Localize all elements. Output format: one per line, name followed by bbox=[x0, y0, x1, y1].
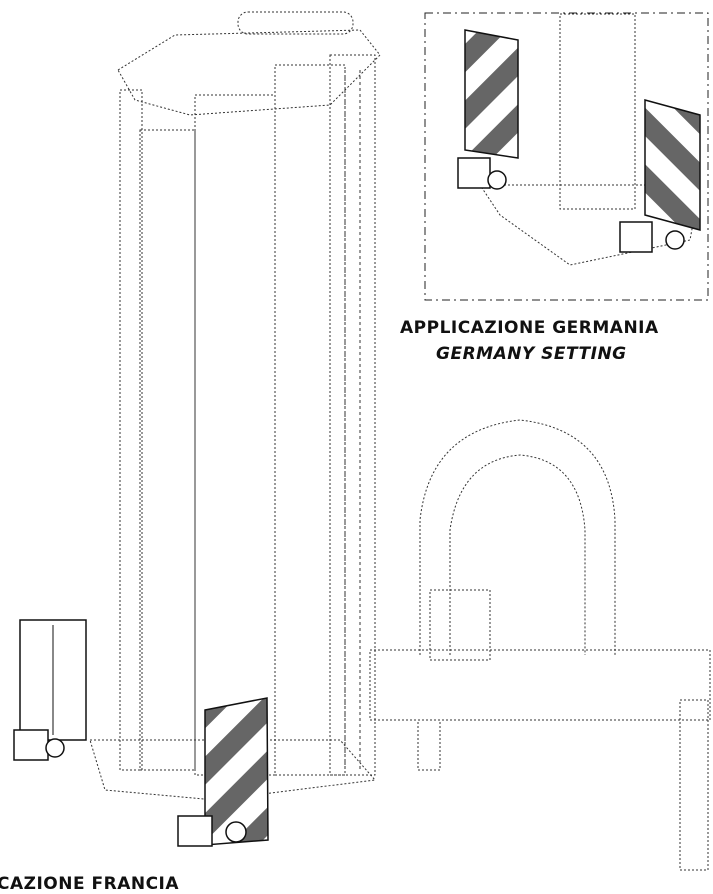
base-frame bbox=[89, 739, 376, 801]
leg-2 bbox=[679, 699, 709, 871]
lamp-left bbox=[13, 729, 49, 761]
top-plate bbox=[117, 29, 381, 116]
caption-france-italian: CAZIONE FRANCIA bbox=[0, 874, 180, 894]
roller-body bbox=[194, 94, 276, 776]
caption-germany-english: GERMANY SETTING bbox=[436, 344, 627, 364]
frame-left bbox=[119, 89, 143, 771]
arch bbox=[419, 419, 616, 655]
teeth-column bbox=[329, 54, 376, 776]
blade-housing bbox=[274, 64, 346, 776]
inset-panel-right bbox=[644, 99, 701, 231]
inset-lamp-left bbox=[457, 157, 491, 189]
top-handle bbox=[237, 11, 354, 35]
inset-lamp-right bbox=[619, 221, 653, 253]
arm-beam bbox=[369, 649, 711, 721]
left-roller bbox=[139, 129, 196, 771]
leg-1 bbox=[417, 719, 441, 771]
main-warning-panel bbox=[204, 697, 269, 846]
inset-frame bbox=[424, 12, 709, 301]
inset-panel-left bbox=[464, 29, 519, 159]
arch-inner bbox=[449, 454, 586, 655]
pivot-block bbox=[429, 589, 491, 661]
lamp-right bbox=[177, 815, 213, 847]
caption-germany-italian: APPLICAZIONE GERMANIA bbox=[400, 318, 659, 338]
